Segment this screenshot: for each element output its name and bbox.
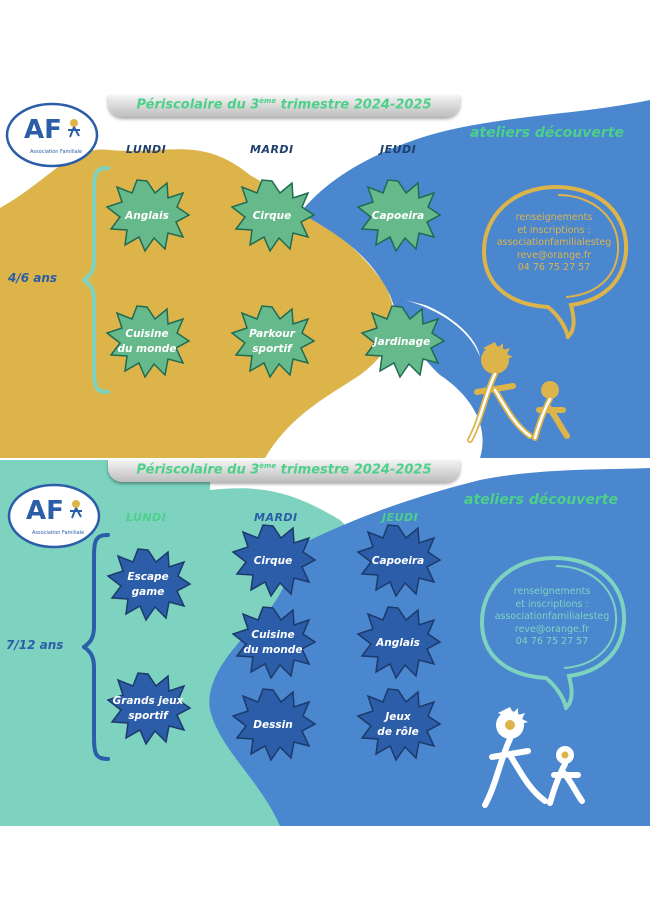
panel-bottom: AF Association Familiale Périscolaire du… bbox=[0, 460, 650, 826]
title-banner bbox=[108, 95, 460, 117]
activity-card: Jardinage bbox=[358, 303, 446, 381]
logo: AF Association Familiale bbox=[4, 101, 100, 169]
title-text: Périscolaire du 3ème trimestre 2024-2025 bbox=[136, 462, 432, 478]
logo-text: AF bbox=[24, 115, 62, 145]
tagline: ateliers découverte bbox=[464, 492, 618, 508]
activity-label: Capoeira bbox=[371, 209, 425, 222]
activity-card: Escape game bbox=[104, 546, 192, 624]
age-group-label: 4/6 ans bbox=[8, 271, 58, 285]
speech-bubble-icon bbox=[481, 184, 629, 339]
activity-label: Cuisine du monde bbox=[117, 328, 177, 355]
logo-text: AF bbox=[26, 496, 64, 526]
activity-card: Anglais bbox=[103, 177, 191, 255]
activity-label: Anglais bbox=[125, 209, 169, 222]
activity-label: Jeux de rôle bbox=[377, 711, 419, 738]
logo-subtitle: Association Familiale bbox=[32, 530, 85, 536]
activity-label: Parkour sportif bbox=[249, 328, 295, 355]
activity-label: Cirque bbox=[252, 209, 292, 222]
activity-card: Jeux de rôle bbox=[354, 686, 442, 764]
activity-label: Cuisine du monde bbox=[243, 629, 303, 656]
running-children-icon bbox=[467, 342, 570, 443]
logo-subtitle: Association Familiale bbox=[30, 149, 83, 155]
day-header-jeudi: JEUDI bbox=[382, 511, 419, 524]
panel-top: AF Association Familiale Périscolaire du… bbox=[0, 95, 650, 458]
activity-label: Capoeira bbox=[371, 554, 425, 567]
activity-card: Capoeira bbox=[354, 522, 442, 600]
logo: AF Association Familiale bbox=[6, 482, 102, 550]
activity-label: Escape game bbox=[127, 571, 169, 598]
activity-card: Cirque bbox=[228, 177, 316, 255]
activity-label: Cirque bbox=[253, 554, 293, 567]
activity-card: Capoeira bbox=[354, 177, 442, 255]
running-children-icon bbox=[482, 707, 585, 808]
activity-label: Dessin bbox=[253, 718, 293, 731]
age-group-label: 7/12 ans bbox=[6, 638, 64, 652]
activity-card: Cuisine du monde bbox=[103, 303, 191, 381]
activity-card: Grands jeux sportif bbox=[104, 670, 192, 748]
day-header-lundi: LUNDI bbox=[126, 143, 167, 156]
logo-child-icon bbox=[70, 500, 82, 519]
brace-icon bbox=[82, 166, 110, 394]
activity-card: Dessin bbox=[229, 686, 317, 764]
day-header-jeudi: JEUDI bbox=[380, 143, 417, 156]
day-header-mardi: MARDI bbox=[250, 143, 294, 156]
activity-label: Jardinage bbox=[373, 335, 431, 348]
brace-icon bbox=[82, 533, 110, 761]
day-header-lundi: LUNDI bbox=[126, 511, 167, 524]
activity-label: Anglais bbox=[376, 636, 420, 649]
title-text: Périscolaire du 3ème trimestre 2024-2025 bbox=[136, 97, 432, 113]
contact-info: renseignements et inscriptions : associa… bbox=[494, 586, 610, 647]
title-banner bbox=[108, 460, 460, 482]
tagline: ateliers découverte bbox=[470, 125, 624, 141]
activity-card: Parkour sportif bbox=[228, 303, 316, 381]
speech-bubble-icon bbox=[479, 555, 627, 710]
activity-card: Anglais bbox=[354, 604, 442, 682]
activity-card: Cirque bbox=[229, 522, 317, 600]
activity-label: Grands jeux sportif bbox=[112, 695, 184, 722]
activity-card: Cuisine du monde bbox=[229, 604, 317, 682]
logo-child-icon bbox=[68, 119, 80, 138]
day-header-mardi: MARDI bbox=[254, 511, 298, 524]
contact-info: renseignements et inscriptions : associa… bbox=[496, 212, 612, 273]
